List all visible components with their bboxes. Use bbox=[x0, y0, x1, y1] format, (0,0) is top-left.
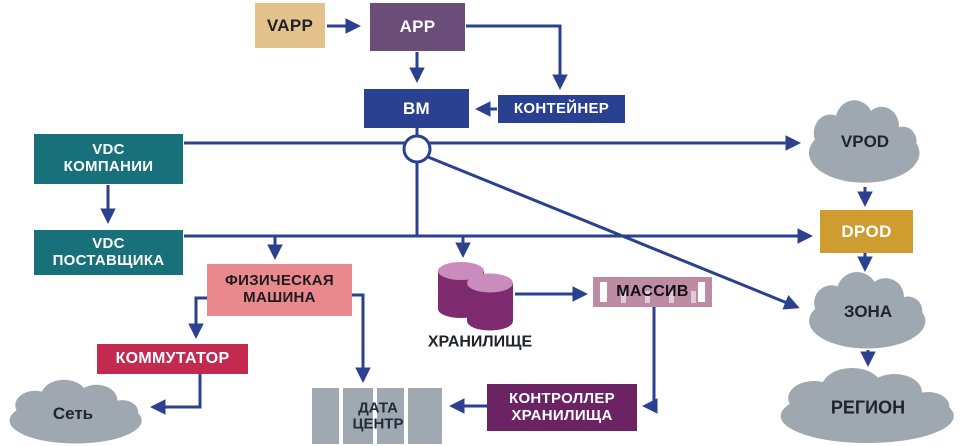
node-region-label: РЕГИОН bbox=[830, 397, 906, 418]
node-datacenter-label: ДАТА ЦЕНТР bbox=[353, 400, 404, 432]
disk-slot-mark bbox=[698, 282, 705, 302]
node-datacenter-line1: ДАТА bbox=[358, 399, 398, 417]
node-physical-machine: ФИЗИЧЕСКАЯ МАШИНА bbox=[207, 264, 352, 316]
node-app: APP bbox=[370, 3, 465, 51]
disk-slot-mark bbox=[600, 282, 607, 302]
node-dpod: DPOD bbox=[820, 210, 913, 253]
node-vdc-company-line2: КОМПАНИИ bbox=[63, 158, 154, 175]
node-app-label: APP bbox=[399, 17, 436, 37]
node-storage-label: ХРАНИЛИЩЕ bbox=[427, 333, 533, 351]
node-vdc-provider: VDC ПОСТАВЩИКА bbox=[34, 230, 183, 275]
arrow-array-to-controller bbox=[641, 307, 658, 414]
node-dpod-label: DPOD bbox=[841, 221, 892, 241]
connectors bbox=[100, 18, 876, 415]
node-datacenter-line2: ЦЕНТР bbox=[352, 415, 404, 432]
node-storage-controller: КОНТРОЛЛЕР ХРАНИЛИЩА bbox=[487, 384, 637, 431]
disk-slot-mark bbox=[621, 291, 626, 303]
node-vm: ВМ bbox=[364, 89, 469, 128]
node-storage-controller-line1: КОНТРОЛЛЕР bbox=[509, 389, 615, 407]
node-switch-label: КОММУТАТОР bbox=[115, 350, 230, 368]
node-vdc-company: VDC КОМПАНИИ bbox=[34, 134, 183, 184]
disk-slot-mark bbox=[691, 291, 696, 303]
node-array: МАССИВ bbox=[593, 277, 712, 307]
disk-slot-mark bbox=[645, 291, 650, 303]
node-network-label: Сеть bbox=[52, 404, 94, 424]
node-vapp-label: VAPP bbox=[266, 15, 314, 35]
arrow-physical-to-switch bbox=[188, 296, 207, 340]
node-array-label: МАССИВ bbox=[616, 283, 689, 301]
node-switch: КОММУТАТОР bbox=[97, 344, 248, 374]
node-zone-label: ЗОНА bbox=[843, 302, 893, 322]
node-physical-machine-line1: ФИЗИЧЕСКАЯ bbox=[225, 272, 334, 290]
arrow-junction-to-zone bbox=[427, 155, 800, 310]
node-physical-machine-line2: МАШИНА bbox=[243, 289, 316, 306]
node-container: КОНТЕЙНЕР bbox=[498, 95, 625, 123]
junction-circle-icon bbox=[402, 134, 432, 164]
disk-slot-mark bbox=[669, 291, 674, 303]
arrow-physical-to-datacenter bbox=[352, 293, 371, 384]
arrow-app-to-container bbox=[466, 24, 568, 91]
node-vapp: VAPP bbox=[255, 3, 325, 48]
node-vdc-company-line1: VDC bbox=[92, 141, 125, 159]
arrow-switch-to-network bbox=[149, 374, 202, 415]
node-container-label: КОНТЕЙНЕР bbox=[513, 99, 610, 117]
database-cylinder-icon bbox=[438, 262, 513, 331]
node-vdc-provider-line1: VDC bbox=[92, 234, 125, 252]
node-vdc-provider-line2: ПОСТАВЩИКА bbox=[52, 251, 165, 269]
node-storage-controller-line2: ХРАНИЛИЩА bbox=[511, 406, 613, 424]
node-vpod-label: VPOD bbox=[840, 132, 890, 152]
datacenter-pillars-icon bbox=[312, 388, 442, 444]
node-vm-label: ВМ bbox=[402, 98, 431, 118]
